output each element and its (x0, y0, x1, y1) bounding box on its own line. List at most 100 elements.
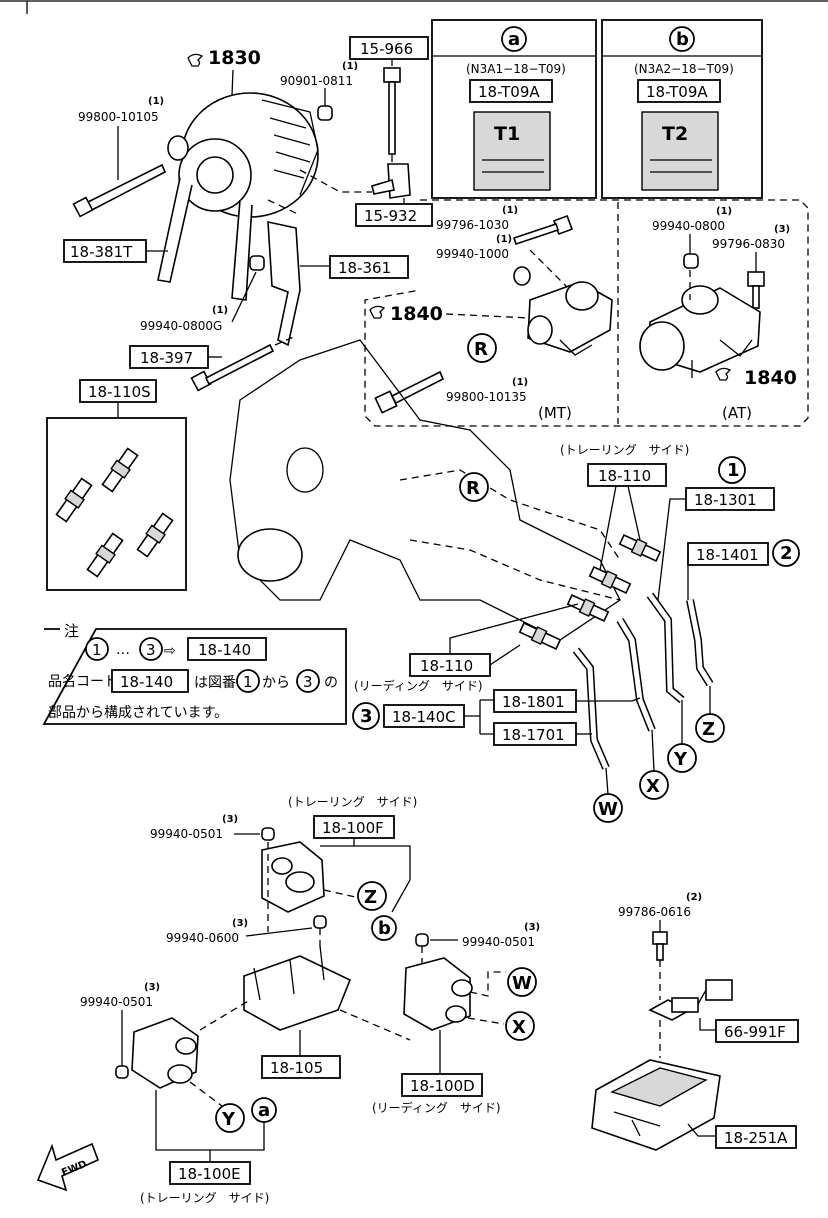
note-circle-1b (236, 669, 260, 693)
starter-dashed-frame (364, 199, 809, 427)
bolt-99796-0830 (747, 271, 765, 309)
note-line3: 部品から構成されています。 (48, 705, 228, 721)
circle-b-coil (371, 915, 397, 941)
circle-X-top-text: X (646, 776, 660, 797)
label-mt: (MT) (538, 404, 572, 422)
circle-b-coil-text: b (378, 918, 391, 939)
decal-b-text: T2 (662, 123, 688, 145)
note-circle-3 (139, 637, 163, 661)
circle-Y-coil-text: Y (221, 1109, 236, 1130)
partnum-99940-0800: 99940-0800 (652, 219, 725, 233)
note-part-18-140-b: 18-140 (120, 673, 173, 691)
box-18-T09A-a[interactable] (469, 79, 553, 103)
partnum-99940-0501-a: 99940-0501 (150, 827, 223, 841)
circle-Y-coil (215, 1103, 245, 1133)
circle-Y-top-text: Y (673, 749, 688, 770)
label-18-1801: 18-1801 (502, 693, 565, 711)
ref-1840-mt: 1840 (390, 303, 443, 325)
side-label-leading-coil: (リーディング サイド) (372, 1100, 501, 1115)
note-line2-prefix: 品名コード (48, 674, 118, 690)
label-15-932: 15-932 (364, 207, 417, 225)
box-18-251A[interactable] (715, 1125, 797, 1149)
partnum-99940-1000: 99940-1000 (436, 247, 509, 261)
leader-66-991F (699, 1018, 716, 1031)
box-18-100D[interactable] (401, 1073, 483, 1097)
note-box-18-140-a (187, 637, 267, 661)
box-18-361[interactable] (329, 255, 409, 279)
circle-Z-top-text: Z (702, 719, 715, 740)
leader-18-1801 (576, 697, 641, 702)
qty-99940-1000: (1) (496, 234, 512, 245)
ecu-18-251A (591, 1059, 721, 1151)
wxyz-leaders-top (605, 686, 711, 795)
panel-b-circle (669, 26, 695, 52)
engine-block (229, 339, 621, 641)
partnum-99800-10105: 99800-10105 (78, 110, 159, 124)
circle-W-coil (507, 967, 537, 997)
ref-1830-leader (231, 69, 234, 96)
side-label-trailing-coil: (トレーリング サイド) (288, 795, 417, 809)
label-18-100F: 18-100F (322, 819, 384, 837)
nut-99940-0501-a (261, 827, 275, 841)
qty-99800-10135: (1) (512, 377, 528, 388)
circle-2 (772, 539, 800, 567)
bracket-18-361 (267, 220, 301, 347)
dash-coil-w (469, 971, 506, 997)
sparkplug-set (55, 447, 174, 578)
note-title: 注 (64, 622, 79, 640)
partnum-99940-0800G: 99940-0800G (140, 319, 222, 333)
bolt-99786-0616 (652, 931, 668, 961)
dash-mt-1 (529, 249, 571, 291)
note-line2-no: の (324, 675, 338, 691)
nut-90901-0811 (317, 105, 333, 121)
note-circle-1b-text: 1 (243, 673, 253, 691)
panel-a-circle-text: a (508, 29, 520, 50)
dash-1840-mt (445, 313, 531, 319)
leader-99940-0800G (231, 271, 257, 323)
label-18-1401: 18-1401 (696, 546, 759, 564)
bolt-18-397 (190, 343, 275, 392)
note-box-18-140-b (111, 669, 189, 693)
partnum-99796-0830: 99796-0830 (712, 237, 785, 251)
qty-99796-1030: (1) (502, 205, 518, 216)
circle-1-text: 1 (727, 460, 740, 481)
ref-1840-at: 1840 (744, 367, 797, 389)
nut-99940-0800 (683, 253, 699, 269)
bracket-15-932 (371, 163, 411, 199)
nut-99940-0501-b (415, 933, 429, 947)
box-15-966[interactable] (349, 36, 429, 60)
box-18-110-trailing[interactable] (587, 463, 667, 487)
label-18-1301: 18-1301 (694, 491, 757, 509)
circle-X-coil-text: X (512, 1017, 526, 1038)
ref-1830: 1830 (187, 47, 261, 96)
note-arrow: ⇨ (164, 643, 176, 659)
partnum-99796-1030: 99796-1030 (436, 218, 509, 232)
leader-18-100E (155, 1090, 265, 1162)
qty-99786-0616: (2) (686, 892, 702, 903)
partnum-99940-0600: 99940-0600 (166, 931, 239, 945)
panel-a-circle (501, 26, 527, 52)
box-15-932[interactable] (355, 203, 433, 227)
ignition-coil-18-100F (261, 841, 325, 932)
bolt-99800-10135 (374, 370, 445, 414)
note-part-18-140-a: 18-140 (198, 641, 251, 659)
bolt-99796-1030 (512, 215, 573, 246)
note-circle-3b (296, 669, 320, 693)
box-18-105[interactable] (261, 1055, 341, 1079)
decal-a-text: T1 (494, 123, 520, 145)
box-18-T09A-b[interactable] (637, 79, 721, 103)
circle-Z-coil (357, 881, 387, 911)
box-18-100E[interactable] (169, 1161, 251, 1185)
starter-mt (527, 281, 613, 356)
plug-wires (572, 592, 714, 770)
note-circle-3b-text: 3 (303, 673, 313, 691)
qty-99940-0501-b: (3) (524, 922, 540, 933)
label-18-110-trailing: 18-110 (598, 467, 651, 485)
nut-99940-0600 (313, 915, 327, 929)
circle-Z-coil-text: Z (364, 887, 377, 908)
box-66-991F[interactable] (715, 1019, 799, 1043)
qty-99940-0800: (1) (716, 206, 732, 217)
label-18-397: 18-397 (140, 349, 193, 367)
label-15-966: 15-966 (360, 40, 413, 58)
